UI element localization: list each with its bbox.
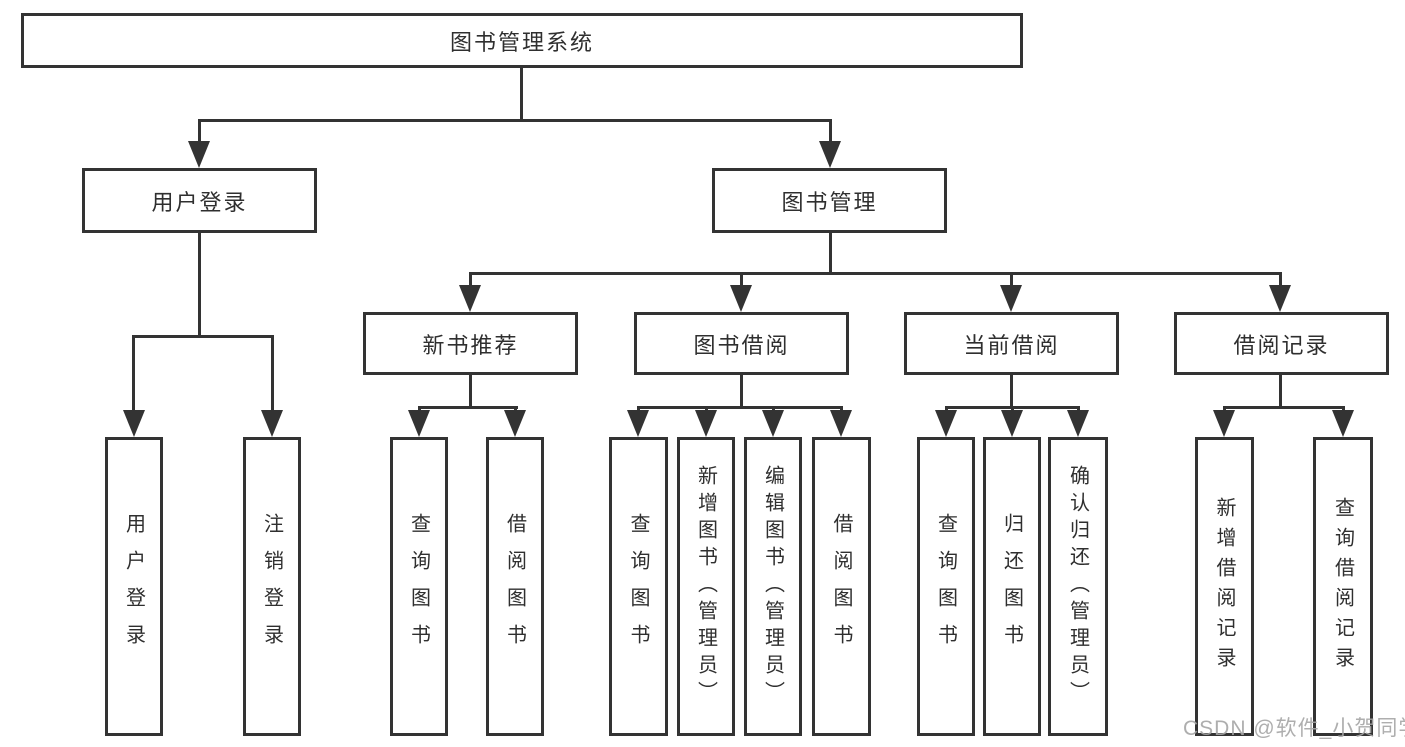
leaf-bb-add-books: 新增图书（管理员） [677,437,735,736]
leaf-nbr-borrow-books-label: 借阅图书 [503,512,526,661]
leaf-br-add-record: 新增借阅记录 [1195,437,1254,736]
connector-root-branch [198,119,832,122]
arrow-down-icon [1269,285,1291,312]
leaf-cb-return-books-label: 归还图书 [1000,512,1023,661]
arrow-down-icon [1213,410,1235,437]
node-borrow-records: 借阅记录 [1174,312,1389,375]
connector-drop-current-borrow [1010,272,1013,288]
leaf-logout-label: 注销登录 [260,512,283,661]
node-book-borrow: 图书借阅 [634,312,849,375]
arrow-down-icon [188,141,210,168]
connector-drop-ul-logout [271,335,274,415]
connector-drop-ul-login [132,335,135,415]
leaf-cb-return-books: 归还图书 [983,437,1041,736]
connector-drop-user-login [198,119,201,147]
node-current-borrow: 当前借阅 [904,312,1119,375]
node-borrow-records-label: 借阅记录 [1233,332,1330,358]
connector-drop-borrow-records [1279,272,1282,288]
node-current-borrow-label: 当前借阅 [963,332,1060,358]
leaf-cb-query-books-label: 查询图书 [934,512,957,661]
leaf-bb-edit-books: 编辑图书（管理员） [744,437,802,736]
arrow-down-icon [1067,410,1089,437]
connector-book-borrow-stem [740,375,743,409]
node-user-login-label: 用户登录 [151,189,248,215]
arrow-down-icon [1000,285,1022,312]
arrow-down-icon [123,410,145,437]
arrow-down-icon [459,285,481,312]
leaf-bb-borrow-books-label: 借阅图书 [830,512,852,661]
connector-new-book-rec-stem [469,375,472,409]
connector-drop-new-book-rec [469,272,472,288]
arrow-down-icon [408,410,430,437]
arrow-down-icon [1332,410,1354,437]
watermark-text: CSDN @软件_小贺同学 [1183,717,1405,740]
arrow-down-icon [695,410,717,437]
node-book-mgmt-label: 图书管理 [781,189,878,215]
leaf-user-login-label: 用户登录 [122,512,145,661]
leaf-cb-confirm-return: 确认归还（管理员） [1048,437,1108,736]
node-book-borrow-label: 图书借阅 [693,332,790,358]
node-new-book-rec-label: 新书推荐 [422,332,519,358]
arrow-down-icon [762,410,784,437]
leaf-nbr-query-books-label: 查询图书 [407,512,430,661]
node-root-label: 图书管理系统 [449,29,594,55]
connector-user-login-branch [132,335,274,338]
leaf-bb-query-books: 查询图书 [609,437,668,736]
arrow-down-icon [1001,410,1023,437]
leaf-nbr-query-books: 查询图书 [390,437,448,736]
arrow-down-icon [935,410,957,437]
arrow-down-icon [261,410,283,437]
leaf-nbr-borrow-books: 借阅图书 [486,437,544,736]
connector-book-mgmt-stem [829,233,832,275]
leaf-bb-borrow-books: 借阅图书 [812,437,871,736]
connector-book-mgmt-branch [469,272,1282,275]
connector-current-borrow-stem [1010,375,1013,409]
leaf-br-add-record-label: 新增借阅记录 [1213,496,1235,677]
arrow-down-icon [627,410,649,437]
leaf-logout: 注销登录 [243,437,301,736]
leaf-br-query-record-label: 查询借阅记录 [1331,496,1354,677]
node-book-mgmt: 图书管理 [712,168,947,233]
leaf-bb-add-books-label: 新增图书（管理员） [694,465,717,708]
connector-root-stem [520,68,523,121]
arrow-down-icon [504,410,526,437]
leaf-br-query-record: 查询借阅记录 [1313,437,1373,736]
arrow-down-icon [830,410,852,437]
leaf-bb-edit-books-label: 编辑图书（管理员） [761,465,784,708]
connector-user-login-stem [198,233,201,338]
leaf-cb-query-books: 查询图书 [917,437,975,736]
leaf-bb-query-books-label: 查询图书 [627,512,649,661]
node-root: 图书管理系统 [21,13,1023,68]
connector-book-borrow-branch [637,406,843,409]
leaf-user-login: 用户登录 [105,437,163,736]
arrow-down-icon [819,141,841,168]
leaf-cb-confirm-return-label: 确认归还（管理员） [1066,465,1089,708]
connector-borrow-records-branch [1223,406,1345,409]
arrow-down-icon [730,285,752,312]
connector-drop-book-borrow [740,272,743,288]
connector-borrow-records-stem [1279,375,1282,409]
node-user-login: 用户登录 [82,168,317,233]
node-new-book-rec: 新书推荐 [363,312,578,375]
connector-drop-book-mgmt [829,119,832,147]
connector-new-book-rec-branch [418,406,518,409]
